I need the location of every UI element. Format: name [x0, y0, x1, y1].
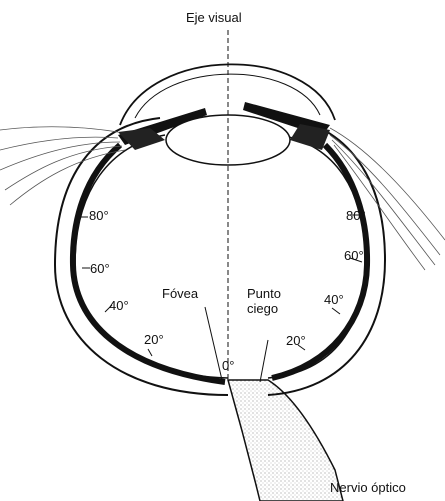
left-80-degree-label: 80° [89, 208, 109, 223]
left-40-degree-label: 40° [109, 298, 129, 313]
left-20-degree-label: 20° [144, 332, 164, 347]
blind-spot-pointer [260, 340, 268, 382]
optic-nerve-label: Nervio óptico [330, 480, 406, 495]
fovea-pointer [205, 307, 222, 380]
visual-axis-label: Eje visual [186, 10, 242, 25]
retina-inner [75, 135, 365, 378]
right-20-degree-label: 20° [286, 333, 306, 348]
right-60-degree-label: 60° [344, 248, 364, 263]
right-80-degree-label: 80° [346, 208, 366, 223]
zero-degree-label: 0° [222, 358, 234, 373]
degree-ticks [80, 215, 362, 356]
optic-nerve [228, 380, 343, 501]
right-40-degree-label: 40° [324, 292, 344, 307]
fovea-label: Fóvea [162, 286, 198, 301]
left-60-degree-label: 60° [90, 261, 110, 276]
blind-spot-label: Punto ciego [247, 286, 281, 316]
